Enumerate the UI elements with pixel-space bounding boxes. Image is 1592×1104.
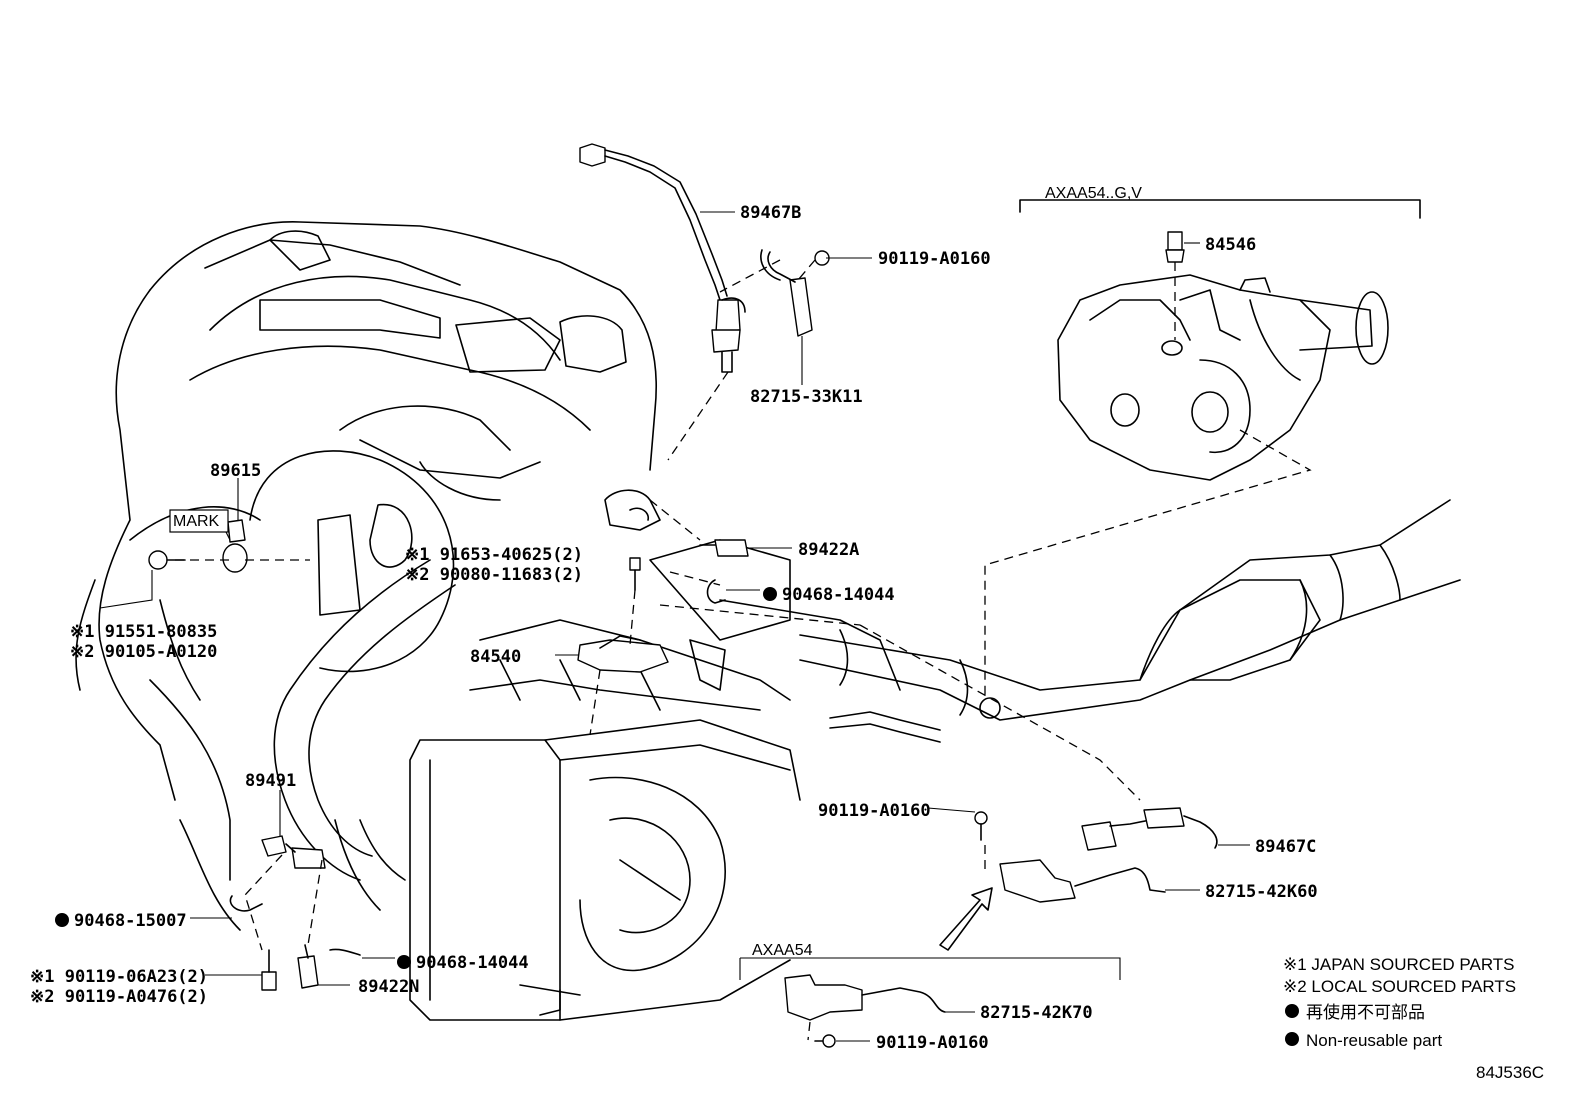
variant-gv-label: AXAA54..G,V xyxy=(1045,185,1142,202)
diagram-id: 84J536C xyxy=(1476,1063,1544,1082)
label-leaders xyxy=(99,211,1250,1042)
legend: ※1 JAPAN SOURCED PARTS ※2 LOCAL SOURCED … xyxy=(1283,955,1544,1082)
label-90119-a0476: ※2 90119-A0476(2) xyxy=(30,987,208,1007)
label-90119-06a23: ※1 90119-06A23(2) xyxy=(30,967,208,987)
mark-label: MARK xyxy=(173,513,220,530)
label-90105-a0120: ※2 90105-A0120 xyxy=(70,642,217,662)
legend-nonreusable-jp: 再使用不可部品 xyxy=(1306,1002,1425,1022)
neutral-switch-84540 xyxy=(577,639,669,673)
nonreusable-dot-15007 xyxy=(55,913,69,927)
label-89422n: 89422N xyxy=(358,977,419,997)
label-90119-a0160-top: 90119-A0160 xyxy=(878,249,991,269)
legend-dot-jp xyxy=(1285,1004,1299,1018)
dashed-leaders xyxy=(175,259,1312,1041)
label-90119-a0160-bot: 90119-A0160 xyxy=(876,1033,989,1053)
label-90119-a0160-mid: 90119-A0160 xyxy=(818,801,931,821)
mark-box xyxy=(169,509,229,533)
connector-89467b xyxy=(579,143,606,167)
label-91551-80835: ※1 91551-80835 xyxy=(70,622,217,642)
label-89615: 89615 xyxy=(210,461,261,481)
label-84546: 84546 xyxy=(1205,235,1256,255)
engine-illustration xyxy=(75,221,941,1021)
nonreusable-dot-bot xyxy=(397,955,411,969)
label-89422a: 89422A xyxy=(798,540,859,560)
label-90468-15007: 90468-15007 xyxy=(74,911,187,931)
legend-local: ※2 LOCAL SOURCED PARTS xyxy=(1283,977,1516,996)
nonreusable-dot-top xyxy=(763,587,777,601)
legend-nonreusable-en: Non-reusable part xyxy=(1306,1031,1442,1050)
variant-axaa54-label: AXAA54 xyxy=(752,942,813,959)
parts-illustrations xyxy=(148,143,1218,1048)
label-82715-33k11: 82715-33K11 xyxy=(750,387,863,407)
label-90080-11683: ※2 90080-11683(2) xyxy=(405,565,583,585)
bolt-91551-80835 xyxy=(148,550,168,570)
exhaust-illustration xyxy=(799,499,1461,721)
label-91653-40625: ※1 91653-40625(2) xyxy=(405,545,583,565)
legend-dot-en xyxy=(1285,1032,1299,1046)
label-82715-42k60: 82715-42K60 xyxy=(1205,882,1318,902)
label-90468-14044-bot: 90468-14044 xyxy=(416,953,529,973)
label-89491: 89491 xyxy=(245,771,296,791)
label-84540: 84540 xyxy=(470,647,521,667)
differential-illustration xyxy=(1019,199,1421,481)
label-89467b: 89467B xyxy=(740,203,801,223)
label-89467c: 89467C xyxy=(1255,837,1316,857)
label-82715-42k70: 82715-42K70 xyxy=(980,1003,1093,1023)
legend-japan: ※1 JAPAN SOURCED PARTS xyxy=(1283,955,1515,974)
label-90468-14044-top: 90468-14044 xyxy=(782,585,895,605)
